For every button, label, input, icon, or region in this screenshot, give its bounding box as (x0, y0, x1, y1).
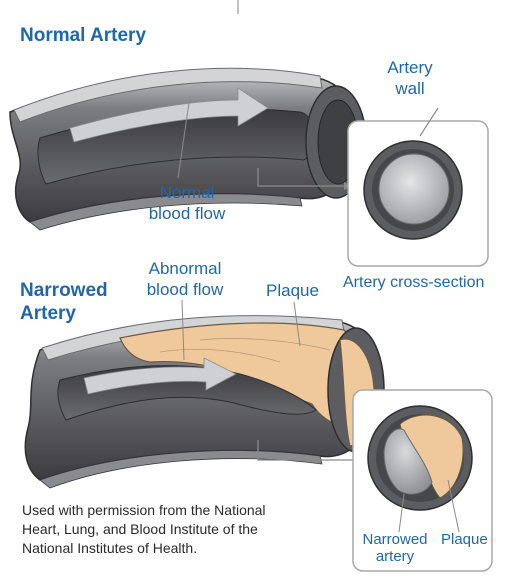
normal-artery-heading: Normal Artery (20, 24, 146, 47)
cs-narrowed-label-line2: artery (352, 548, 438, 565)
artery-wall-label-line2: wall (368, 78, 452, 99)
abnormal-flow-label-line2: blood flow (130, 279, 240, 300)
credit-text: Used with permission from the National H… (22, 501, 352, 558)
credit-line2: Heart, Lung, and Blood Institute of the (22, 520, 352, 539)
credit-line1: Used with permission from the National (22, 501, 352, 520)
narrowed-cross-section (368, 406, 472, 510)
abnormal-flow-label: Abnormal blood flow (130, 258, 240, 300)
cross-section-label: Artery cross-section (343, 272, 484, 293)
abnormal-flow-label-line1: Abnormal (130, 258, 240, 279)
narrowed-artery-heading-line2: Artery (20, 302, 108, 325)
narrowed-artery-heading: Narrowed Artery (20, 279, 108, 325)
cs-narrowed-label-line1: Narrowed (352, 531, 438, 548)
plaque-label: Plaque (266, 280, 319, 301)
cs-plaque-label: Plaque (441, 531, 488, 548)
narrowed-artery-drawing (25, 316, 384, 488)
normal-flow-label-line2: blood flow (132, 203, 242, 224)
normal-cross-section (364, 141, 462, 239)
normal-flow-label: Normal blood flow (132, 182, 242, 224)
artery-wall-label: Artery wall (368, 57, 452, 99)
artery-wall-label-line1: Artery (368, 57, 452, 78)
credit-line3: National Institutes of Health. (22, 539, 352, 558)
narrowed-artery-heading-line1: Narrowed (20, 279, 108, 302)
cs-narrowed-label: Narrowed artery (352, 531, 438, 565)
normal-flow-label-line1: Normal (132, 182, 242, 203)
